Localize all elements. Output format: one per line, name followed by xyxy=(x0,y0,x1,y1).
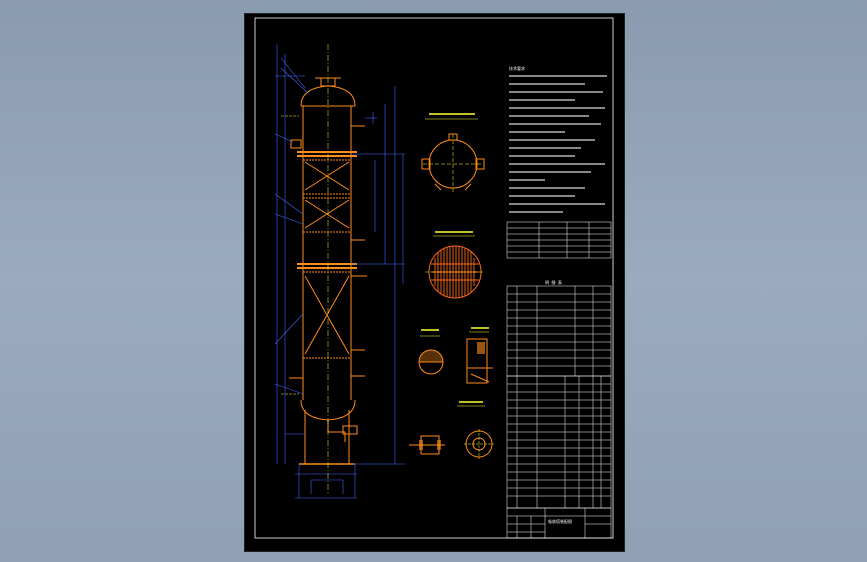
design-data-table xyxy=(506,221,612,259)
title-block xyxy=(506,507,612,539)
technical-notes-lines xyxy=(509,75,607,213)
section-support-plate xyxy=(425,235,485,299)
drawing-sheet: 技术要求 明 细 表 吸收塔装配图 xyxy=(244,13,625,552)
nozzle-table xyxy=(506,285,612,377)
notes-title: 技术要求 xyxy=(509,66,525,71)
cad-drawing xyxy=(254,17,614,539)
dimension-lines xyxy=(274,44,405,499)
detail-views xyxy=(409,331,494,459)
section-label-marks xyxy=(421,113,489,403)
parts-table-title: 明 细 表 xyxy=(545,280,562,285)
parts-list-table xyxy=(506,375,612,509)
sheet-border xyxy=(254,17,614,539)
title-block-name: 吸收塔装配图 xyxy=(548,519,572,524)
section-orientation xyxy=(421,118,485,194)
